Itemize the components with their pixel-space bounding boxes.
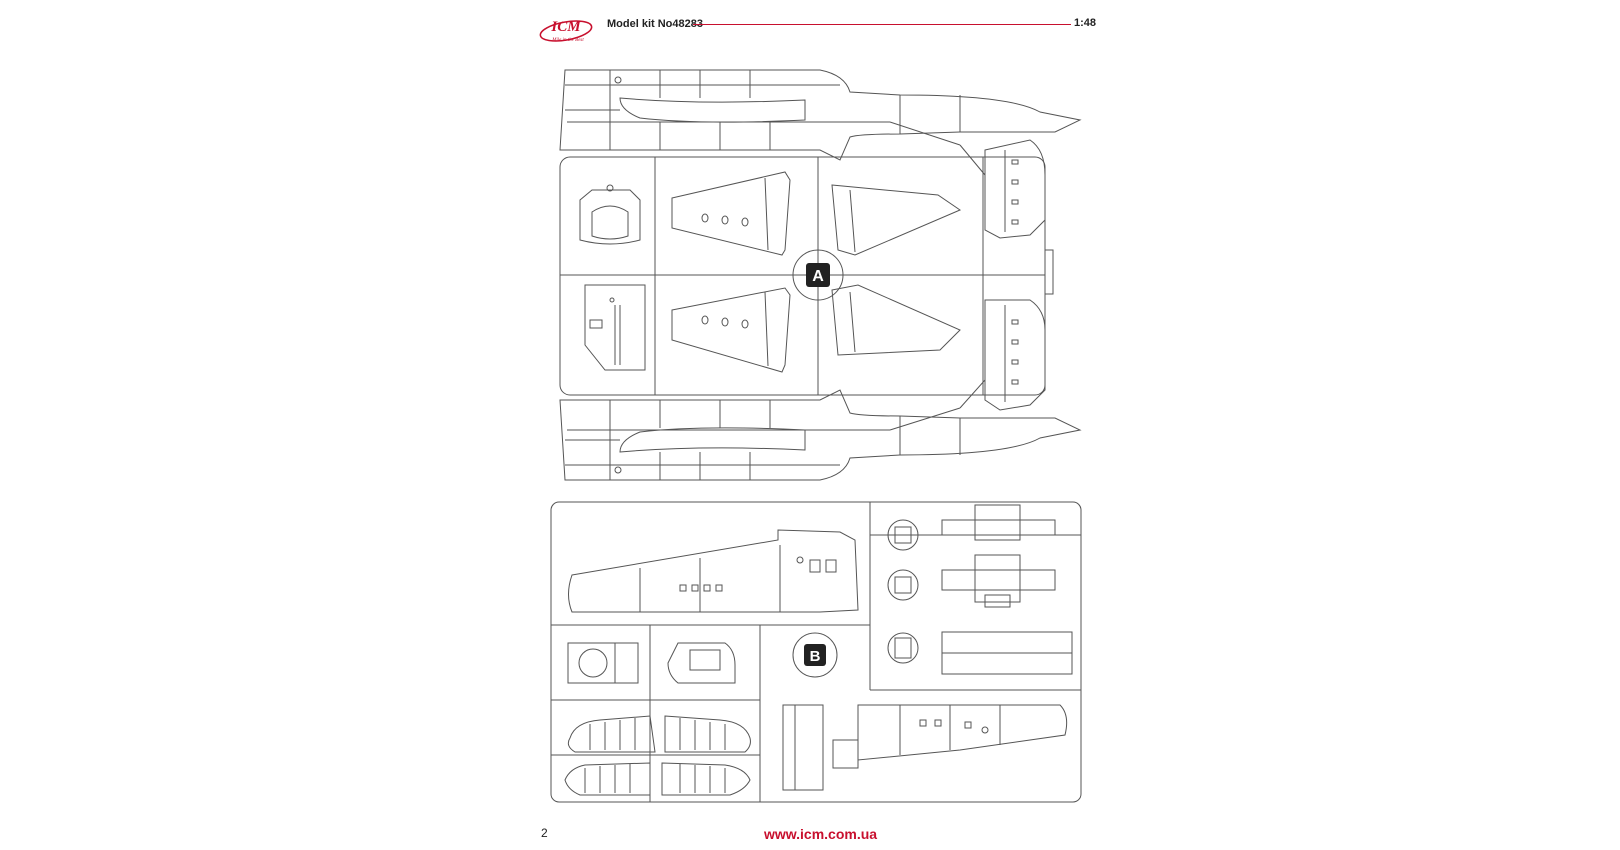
page-header: ICM Mile in the Best Model kit No48283 1… [0,0,1620,50]
logo-text: ICM [550,19,581,35]
fuselage-part-b-lower [782,704,1068,791]
control-surface-1 [567,715,656,753]
control-surface-3 [564,762,651,796]
sprue-a-hub [792,249,844,301]
fuselage-part-b-upper [568,529,859,613]
seat-part [579,184,641,245]
small-parts-upper-right [887,504,1073,675]
kit-number-label: Model kit No48283 [607,18,703,30]
fuselage-half-top [559,69,1082,161]
nacelle-lower [984,299,1046,411]
scale-label: 1:48 [1074,17,1097,29]
sprue-b-label-badge: B [804,644,826,666]
control-surface-2 [664,715,751,753]
nacelle-upper [984,139,1046,239]
cockpit-part-right [667,642,736,684]
fuselage-half-bottom [559,389,1082,481]
sprue-b-hub [792,632,838,678]
stabilizer-lower-right [831,284,961,356]
control-surface-4 [661,762,751,796]
sprue-a-label-badge: A [806,263,830,287]
sprue-a-label: A [812,268,824,285]
floor-part [584,284,646,371]
website-link[interactable]: www.icm.com.ua [764,826,878,842]
stabilizer-upper-right [831,184,962,256]
stabilizer-upper-left [671,171,791,256]
icm-logo: ICM Mile in the Best [536,14,596,44]
page-number: 2 [541,826,548,840]
header-rule [693,24,1071,25]
logo-tagline: Mile in the Best [551,38,584,43]
sprue-b-label: B [810,648,821,665]
cockpit-part-left [567,642,639,684]
stabilizer-lower-left [671,287,791,373]
